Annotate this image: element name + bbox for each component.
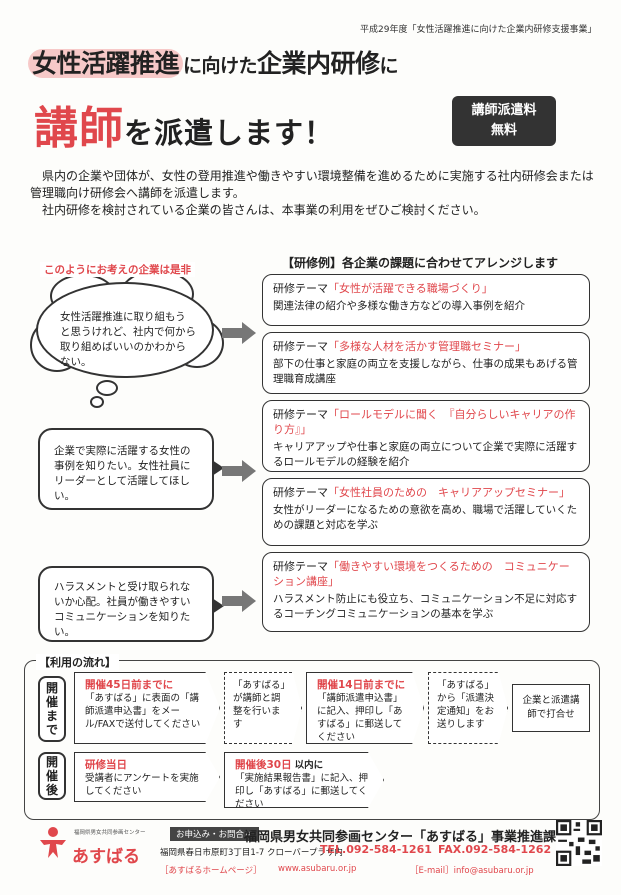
step4-text: 「あすばる」から「派遣決定通知」をお送りします [437, 680, 495, 730]
phase-after-text: 開催後 [45, 755, 58, 797]
theme-desc: キャリアアップや仕事と家庭の両立について企業で実際に活躍するロールモデルの経験を… [273, 441, 578, 468]
theme-desc: 関連法律の紹介や多様な働き方などの導入事例を紹介 [273, 300, 525, 312]
title-mid: に向けた [183, 55, 258, 77]
concern-bubble-2: 企業で実際に活躍する女性の事例を知りたい。女性社員にリーダーとして活躍してほしい… [38, 428, 224, 510]
theme-card-5: 研修テーマ「働きやすい環境をつくるための コミュニケーション講座」 ハラスメント… [262, 552, 590, 632]
phase-before-text: 開催まで [45, 681, 58, 737]
cloud-tail-1 [96, 380, 118, 396]
theme-label: 研修テーマ [273, 340, 328, 353]
examples-header: 【研修例】各企業の課題に合わせてアレンジします [282, 256, 559, 270]
phase-before: 開催まで [38, 676, 66, 742]
step7-suffix: 以内に [294, 760, 324, 771]
step1-body: 「あすばる」に表面の「講師派遣申込書」をメール/FAXで送付してください [85, 693, 201, 730]
consider-label: このようにお考えの企業は是非 [40, 262, 195, 277]
theme-title: 「ロールモデルに聞く 『自分らしいキャリアの作り方』」 [273, 408, 576, 436]
step3-head: 開催14日前までに [317, 679, 406, 691]
step5-text: 企業と派遣講師で打合せ [522, 695, 580, 720]
arrow-right-icon [222, 460, 256, 482]
title-main: 企業内研修 [257, 49, 380, 78]
flow-frame [24, 660, 600, 820]
hp-label: ［あすばるホームページ］ [160, 866, 262, 876]
main-title: 女性活躍推進に向けた企業内研修に [28, 44, 399, 80]
tel: TEL.092-584-1261 [320, 843, 432, 856]
step7-head: 開催後30日 [235, 759, 292, 771]
theme-title: 「多様な人材を活かす管理職セミナー」 [328, 340, 526, 353]
apply-label: お申込み・お問合せ [170, 827, 259, 841]
phase-after: 開催後 [38, 752, 66, 800]
title2-big: 講師 [34, 103, 124, 154]
step1-head: 開催45日前までに [85, 679, 174, 691]
logo-name: あすばる [72, 847, 140, 867]
concern-text-1: 女性活躍推進に取り組もうと思うけれど、社内で何から取り組めばいいのかわからない。 [60, 311, 196, 368]
fee-badge: 講師派遣料 無料 [452, 96, 556, 146]
arrow-right-icon [222, 590, 256, 612]
logo-small-text: 福岡県男女共同参画センター [74, 830, 146, 836]
concern-text-2: 企業で実際に活躍する女性の事例を知りたい。女性社員にリーダーとして活躍してほしい… [54, 445, 191, 502]
flow-step-3: 開催14日前までに 「講師派遣申込書」に記入、押印し「あすばる」に郵送してくださ… [306, 672, 424, 744]
theme-desc: 部下の仕事と家庭の両立を支援しながら、仕事の成果もあげる管理職育成講座 [273, 358, 578, 385]
flow-step-6: 研修当日 受講者にアンケートを実施してください [74, 752, 220, 802]
sub-title: 講師を派遣します！ [34, 92, 334, 156]
concern-bubble-3: ハラスメントと受け取られないか心配。社員が働きやすいコミュニケーションを知りたい… [38, 566, 224, 642]
asubaru-logo-icon [40, 827, 66, 858]
address: 福岡県春日市原町3丁目1-7 クローバープラザ内 [160, 848, 343, 858]
arrow-right-icon [222, 322, 256, 344]
fee-line2: 無料 [490, 123, 517, 138]
theme-title: 「女性社員のための キャリアアップセミナー」 [328, 486, 570, 499]
step7-body: 「実施結果報告書」に記入、押印し「あすばる」に郵送してください [235, 773, 369, 810]
theme-desc: ハラスメント防止にも役立ち、コミュニケーション不足に対応するコーチングコミュニケ… [273, 593, 578, 620]
theme-label: 研修テーマ [273, 282, 328, 295]
title-highlight: 女性活躍推進 [28, 49, 184, 78]
org-name: 福岡県男女共同参画センター「あすばる」事業推進課 [244, 830, 557, 845]
theme-card-3: 研修テーマ「ロールモデルに聞く 『自分らしいキャリアの作り方』」 キャリアアップ… [262, 400, 590, 472]
flow-step-5: 企業と派遣講師で打合せ [512, 684, 590, 732]
fax: FAX.092-584-1262 [438, 843, 552, 856]
email-link[interactable]: ［E-mail］info@asubaru.or.jp [410, 866, 534, 876]
step2-text: 「あすばる」が講師と調整を行います [233, 680, 286, 730]
flow-label: 【利用の流れ】 [36, 654, 119, 670]
flow-step-4: 「あすばる」から「派遣決定通知」をお送りします [428, 672, 508, 744]
title2-rest: を派遣します！ [124, 116, 335, 150]
theme-label: 研修テーマ [273, 560, 328, 573]
title-end: に [379, 55, 399, 77]
top-note: 平成29年度「女性活躍推進に向けた企業内研修支援事業」 [360, 25, 597, 35]
theme-label: 研修テーマ [273, 408, 328, 421]
theme-label: 研修テーマ [273, 486, 328, 499]
theme-card-2: 研修テーマ「多様な人材を活かす管理職セミナー」 部下の仕事と家庭の両立を支援しな… [262, 332, 590, 394]
concern-bubble-1: 女性活躍推進に取り組もうと思うけれど、社内で何から取り組めばいいのかわからない。 [36, 282, 214, 378]
fee-line1: 講師派遣料 [471, 103, 537, 118]
step3-body: 「講師派遣申込書」に記入、押印し「あすばる」に郵送してください [317, 693, 403, 743]
intro-text: 県内の企業や団体が、女性の登用推進や働きやすい環境整備を進めるために実施する社内… [30, 168, 596, 219]
step6-body: 受講者にアンケートを実施してください [85, 773, 199, 797]
flow-step-1: 開催45日前までに 「あすばる」に表面の「講師派遣申込書」をメール/FAXで送付… [74, 672, 220, 744]
theme-card-4: 研修テーマ「女性社員のための キャリアアップセミナー」 女性がリーダーになるため… [262, 478, 590, 546]
theme-desc: 女性がリーダーになるための意欲を高め、職場で活躍していくための課題と対応を学ぶ [273, 504, 578, 531]
cloud-tail-2 [90, 396, 104, 408]
flow-step-7: 開催後30日 以内に 「実施結果報告書」に記入、押印し「あすばる」に郵送してくだ… [224, 752, 384, 808]
theme-card-1: 研修テーマ「女性が活躍できる職場づくり」 関連法律の紹介や多様な働き方などの導入… [262, 274, 590, 326]
theme-title: 「働きやすい環境をつくるための コミュニケーション講座」 [273, 560, 570, 588]
theme-title: 「女性が活躍できる職場づくり」 [328, 282, 493, 295]
qr-code-icon[interactable] [556, 820, 602, 866]
intro-line2: 社内研修を検討されている企業の皆さんは、本事業の利用をぜひご検討ください。 [42, 203, 486, 217]
concern-text-3: ハラスメントと受け取られないか心配。社員が働きやすいコミュニケーションを知りたい… [54, 581, 191, 638]
step6-head: 研修当日 [85, 759, 127, 771]
website-link[interactable]: www.asubaru.or.jp [278, 864, 357, 874]
intro-line1: 県内の企業や団体が、女性の登用推進や働きやすい環境整備を進めるために実施する社内… [30, 169, 594, 200]
flow-step-2: 「あすばる」が講師と調整を行います [224, 672, 302, 744]
